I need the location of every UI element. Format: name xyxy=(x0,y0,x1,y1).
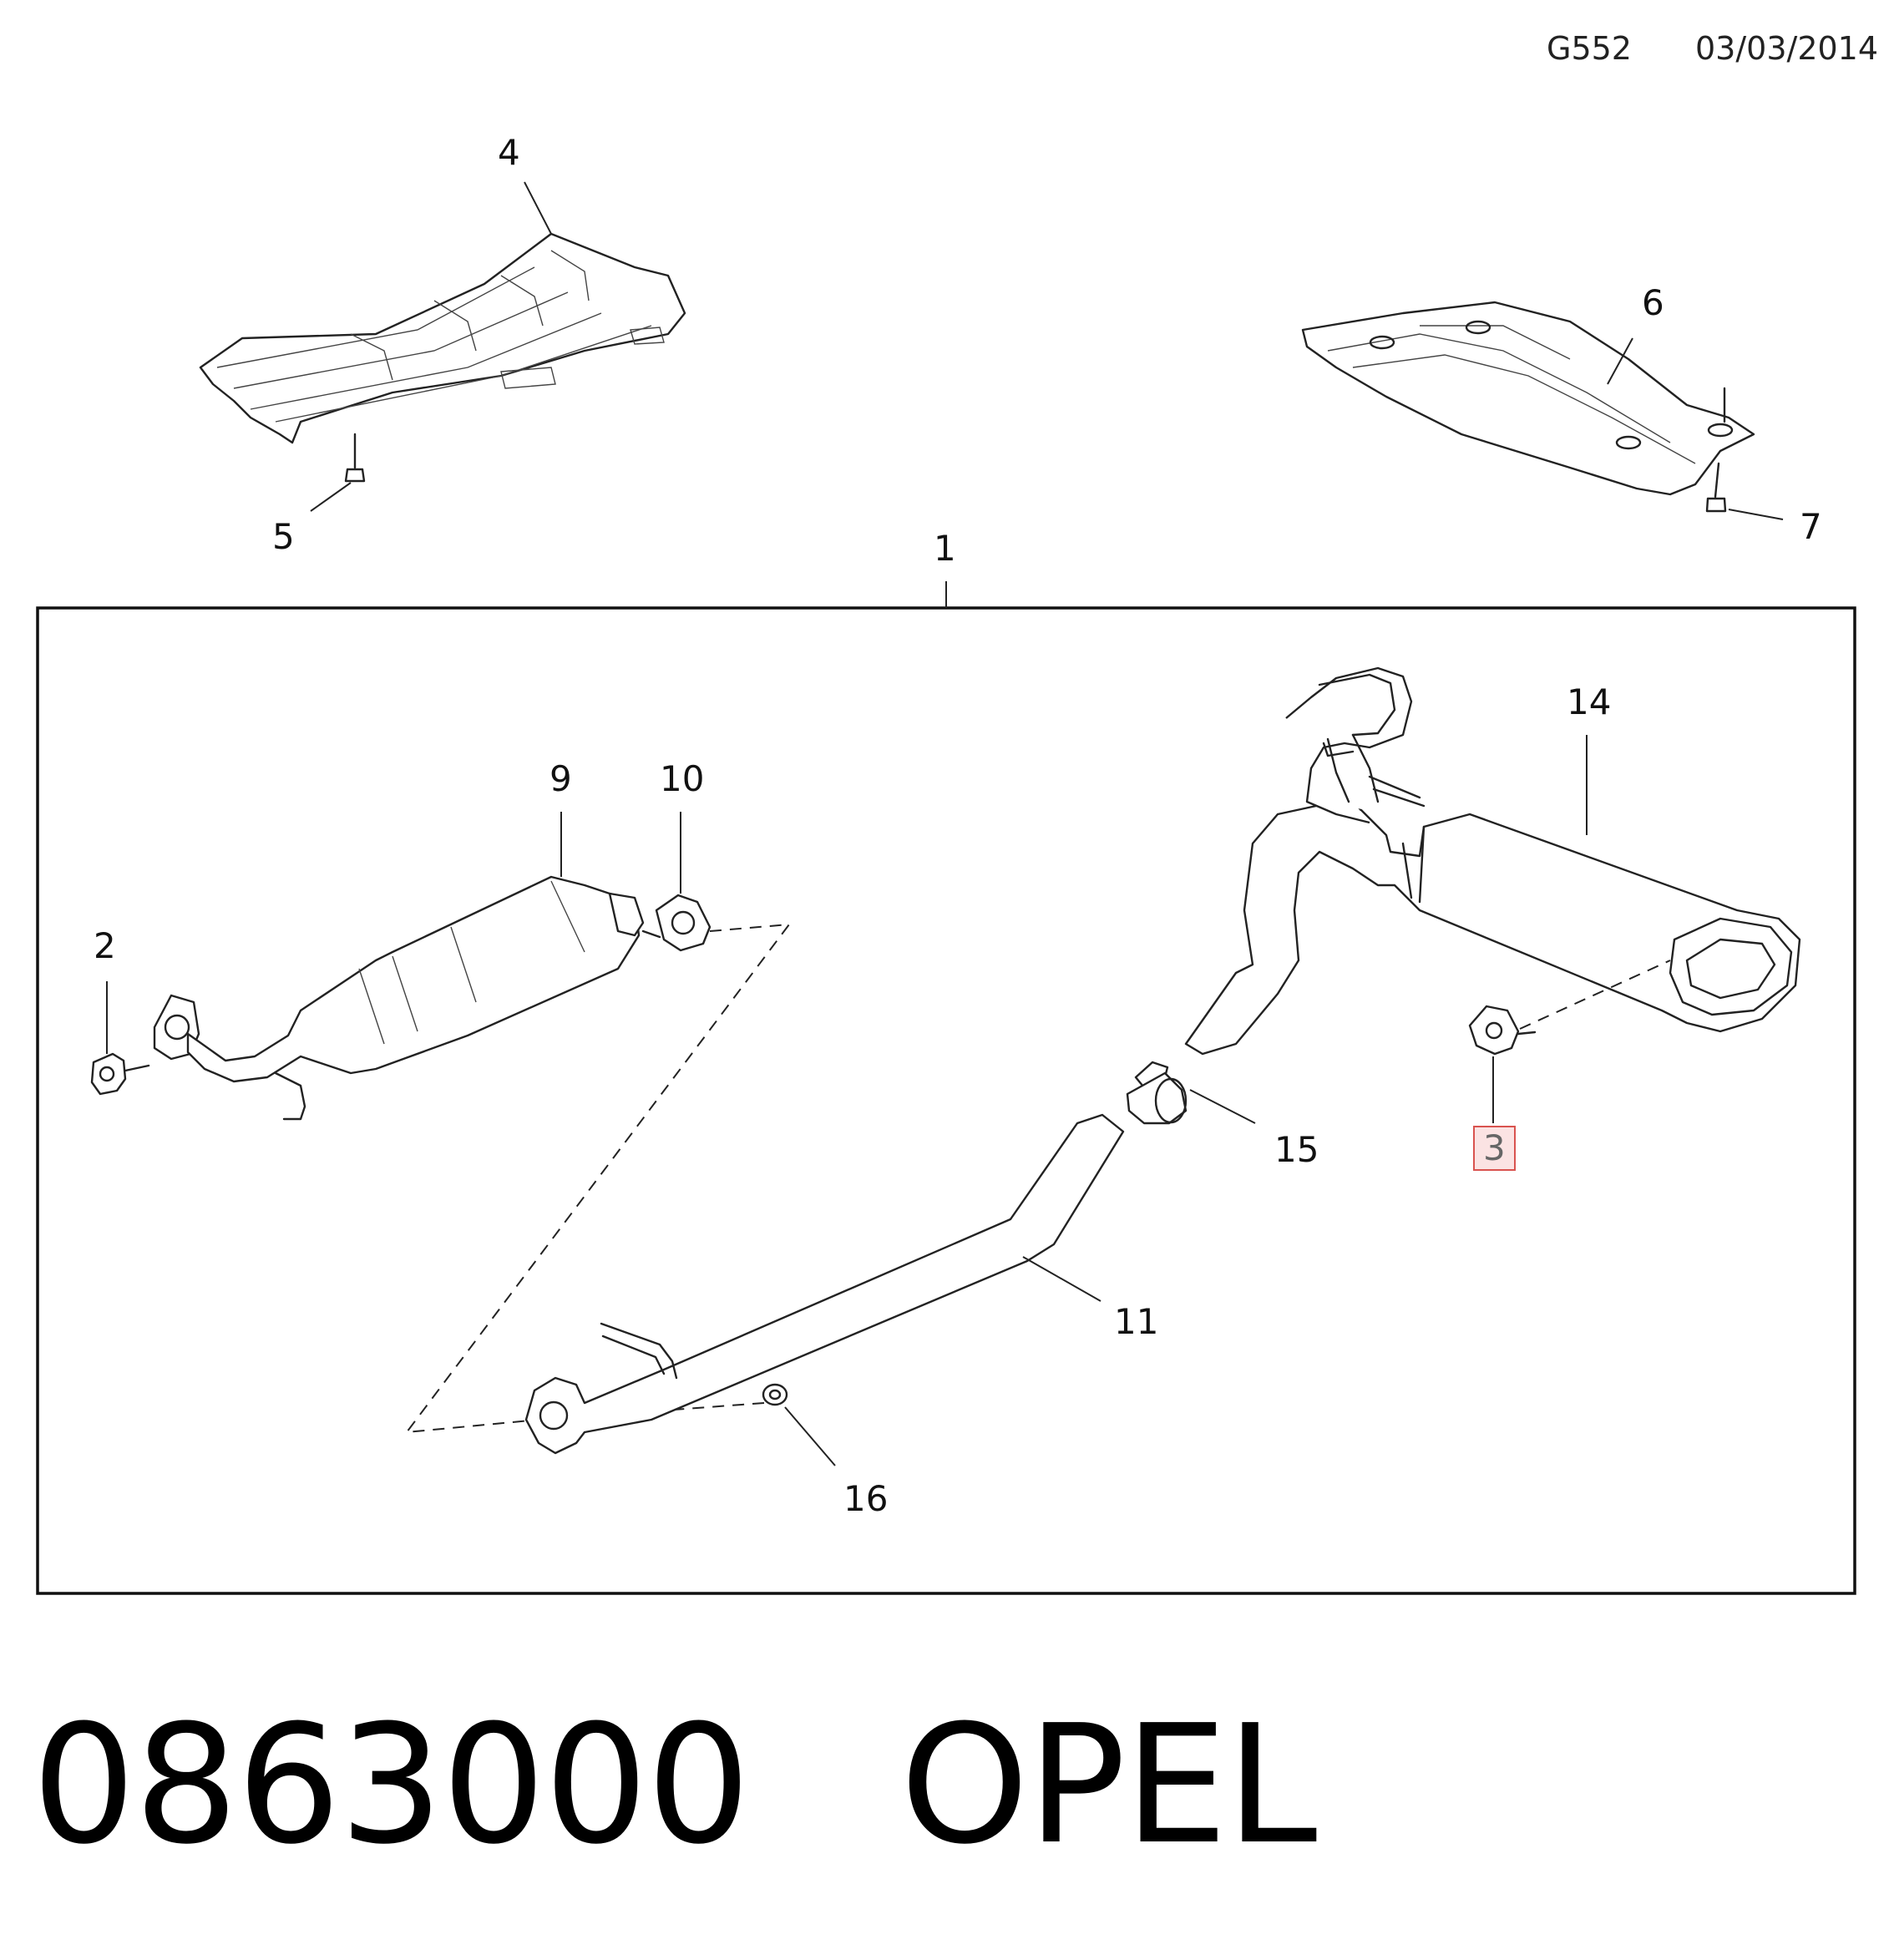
rear-muffler xyxy=(1184,666,1801,1056)
callout-11: 11 xyxy=(1114,1301,1159,1342)
heat-shield-rear xyxy=(1301,301,1755,496)
clamp-15 xyxy=(1126,1061,1188,1125)
callout-14: 14 xyxy=(1567,681,1612,722)
brand-name: OPEL xyxy=(899,1690,1318,1881)
bolt-7 xyxy=(1705,387,1727,513)
dashed-guide-right xyxy=(1519,960,1671,1030)
catalytic-converter xyxy=(153,875,661,1121)
part-number: 0863000 xyxy=(32,1690,751,1881)
leader-15 xyxy=(1189,1089,1256,1124)
rubber-hanger-3 xyxy=(1468,1005,1537,1056)
leader-11 xyxy=(1022,1256,1101,1302)
callout-6: 6 xyxy=(1642,282,1664,323)
callout-3-highlighted[interactable]: 3 xyxy=(1473,1126,1516,1171)
leader-16 xyxy=(784,1406,836,1466)
leader-7 xyxy=(1728,509,1784,520)
callout-1: 1 xyxy=(934,528,956,569)
callout-2: 2 xyxy=(94,925,116,966)
leader-5 xyxy=(310,482,352,512)
seal-ring-16 xyxy=(762,1383,788,1406)
callout-10: 10 xyxy=(660,758,705,799)
assembly-frame xyxy=(36,606,1856,1595)
heat-shield-front xyxy=(199,232,686,444)
diagram-date: 03/03/2014 xyxy=(1695,30,1879,67)
callout-15: 15 xyxy=(1274,1129,1319,1170)
callout-7: 7 xyxy=(1800,506,1822,547)
callout-5: 5 xyxy=(272,516,295,557)
callout-16: 16 xyxy=(843,1478,889,1519)
bolt-5 xyxy=(344,433,366,483)
callout-4: 4 xyxy=(498,132,520,173)
gasket-10 xyxy=(655,894,712,952)
diagram-code: G552 xyxy=(1547,30,1632,67)
intermediate-pipe xyxy=(524,1113,1125,1455)
leader-6 xyxy=(1607,337,1633,385)
footer-title: 0863000 OPEL xyxy=(32,1704,1317,1867)
leader-4 xyxy=(524,181,552,235)
callout-9: 9 xyxy=(549,758,572,799)
rubber-hanger-2 xyxy=(90,1052,150,1096)
